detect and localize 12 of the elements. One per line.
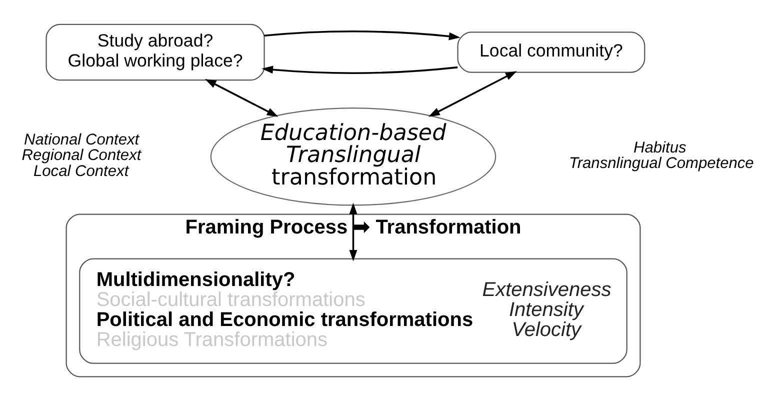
label: National Context — [24, 131, 140, 148]
label: Habitus — [634, 138, 686, 156]
arrow — [264, 30, 460, 40]
arrow — [349, 202, 358, 261]
arrow — [204, 78, 278, 116]
node-box: Local community? — [457, 31, 646, 72]
label: Transnlingual Competence — [569, 154, 754, 172]
label: Local Context — [33, 162, 129, 180]
arrow — [262, 65, 458, 74]
label: Regional Context — [22, 146, 142, 164]
arrow — [428, 70, 517, 116]
node-box: Study abroad? Global working place? — [46, 23, 265, 80]
